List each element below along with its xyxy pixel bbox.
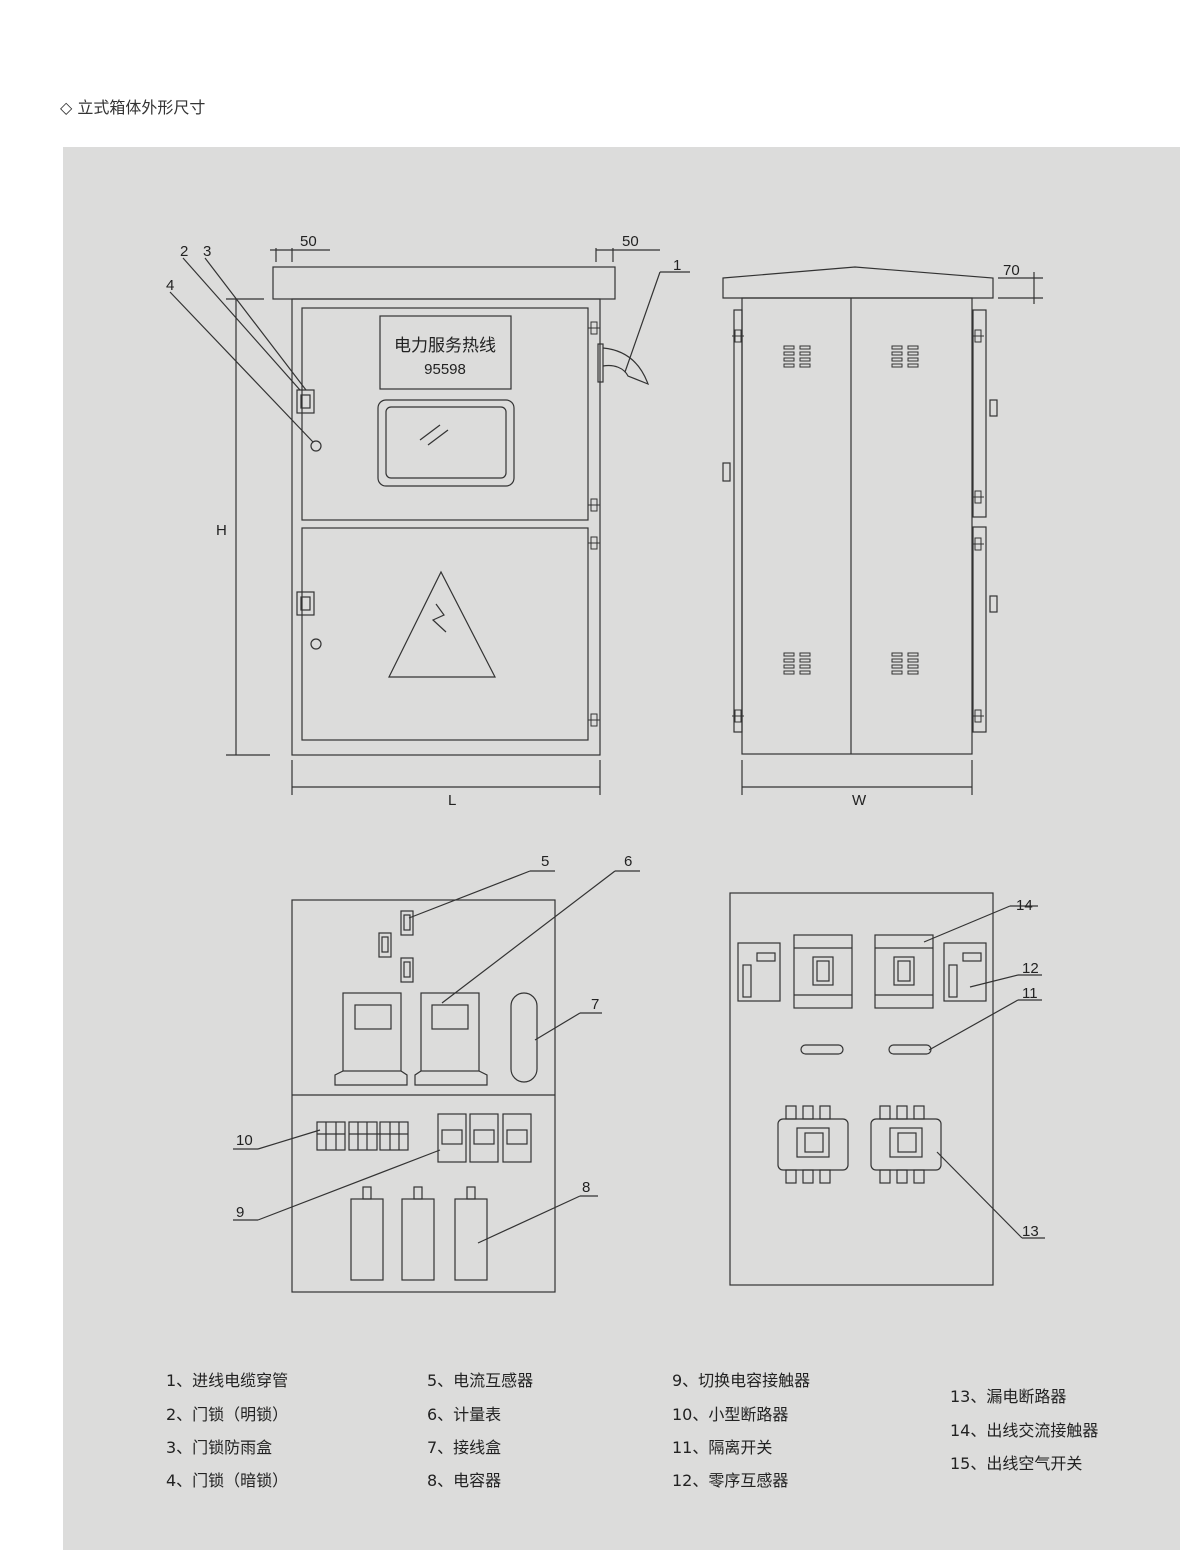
legend-item-8: 8、电容器 <box>427 1471 502 1490</box>
interior-right-panel <box>729 892 994 1286</box>
zero-seq-ct-right <box>943 942 987 1002</box>
callout-9: 9 <box>236 1204 244 1221</box>
dim-height: H <box>216 522 227 539</box>
output-contactor-2 <box>874 934 934 1009</box>
front-body <box>291 298 601 756</box>
side-right-door-lower <box>972 526 987 733</box>
lightning-bolt-icon <box>431 603 447 633</box>
current-transformer-2 <box>378 932 392 958</box>
side-body <box>741 297 973 755</box>
callout-7: 7 <box>591 996 599 1013</box>
isolator-1 <box>800 1044 844 1055</box>
callout-2: 2 <box>180 243 188 260</box>
legend-item-12: 12、零序互感器 <box>672 1471 789 1490</box>
meter-window-outer <box>377 399 515 487</box>
callout-14: 14 <box>1016 897 1033 914</box>
interior-left <box>233 870 640 1293</box>
front-view <box>169 248 690 795</box>
callout-8: 8 <box>582 1179 590 1196</box>
meter-1 <box>342 992 402 1072</box>
side-roof <box>722 266 994 299</box>
callout-11: 11 <box>1022 985 1038 1002</box>
cable-conduit <box>602 347 650 386</box>
rcd-breaker-1 <box>777 1105 849 1184</box>
side-right-door-upper <box>972 309 987 518</box>
junction-box <box>510 992 538 1083</box>
isolator-2 <box>888 1044 932 1055</box>
interior-left-panel <box>291 899 556 1293</box>
callout-10: 10 <box>236 1132 253 1149</box>
legend-item-9: 9、切换电容接触器 <box>672 1371 811 1390</box>
callout-6: 6 <box>624 853 632 870</box>
current-transformer-1 <box>400 910 414 936</box>
sign-line1: 电力服务热线 <box>394 336 496 356</box>
upper-door <box>301 307 589 521</box>
mini-breakers <box>316 1121 409 1151</box>
dim-left-offset: 50 <box>300 233 317 250</box>
dim-right-offset: 50 <box>622 233 639 250</box>
sign-line2: 95598 <box>424 361 466 378</box>
callout-5: 5 <box>541 853 549 870</box>
legend-item-7: 7、接线盒 <box>427 1438 502 1457</box>
dim-width: W <box>852 792 867 809</box>
callout-1: 1 <box>673 257 681 274</box>
callout-3: 3 <box>203 243 211 260</box>
lock-box-upper <box>296 389 315 414</box>
legend-item-15: 15、出线空气开关 <box>950 1454 1083 1473</box>
dim-length: L <box>448 792 456 809</box>
meter-2 <box>420 992 480 1072</box>
callout-12: 12 <box>1022 960 1039 977</box>
callout-4: 4 <box>166 277 174 294</box>
callout-13: 13 <box>1022 1223 1039 1240</box>
legend-item-5: 5、电流互感器 <box>427 1371 534 1390</box>
legend-item-14: 14、出线交流接触器 <box>950 1421 1099 1440</box>
legend-item-10: 10、小型断路器 <box>672 1405 789 1424</box>
output-contactor-1 <box>793 934 853 1009</box>
side-view <box>722 266 1043 795</box>
legend-item-11: 11、隔离开关 <box>672 1438 773 1457</box>
interior-right <box>729 892 1045 1286</box>
section-title: ◇ 立式箱体外形尺寸 <box>60 98 206 117</box>
warning-triangle <box>388 570 496 678</box>
capacitors <box>350 1186 488 1281</box>
rcd-breaker-2 <box>870 1105 942 1184</box>
legend-item-4: 4、门锁（暗锁） <box>166 1471 289 1490</box>
hidden-lock-upper <box>310 440 322 452</box>
zero-seq-ct-left <box>737 942 781 1002</box>
legend-item-13: 13、漏电断路器 <box>950 1387 1067 1406</box>
cable-conduit-flange <box>597 343 604 383</box>
lower-door <box>301 527 589 741</box>
lock-box-lower <box>296 591 315 616</box>
side-left-door <box>733 309 743 733</box>
meter-window-inner <box>385 406 507 479</box>
legend-item-1: 1、进线电缆穿管 <box>166 1371 289 1390</box>
current-transformer-3 <box>400 957 414 983</box>
drawing-panel <box>63 147 1180 1550</box>
legend-item-6: 6、计量表 <box>427 1405 502 1424</box>
front-roof <box>272 266 616 300</box>
capacitor-contactors <box>437 1113 532 1163</box>
hidden-lock-lower <box>310 638 322 650</box>
legend-item-2: 2、门锁（明锁） <box>166 1405 289 1424</box>
dim-roof-overhang: 70 <box>1003 262 1020 279</box>
service-sign-plate <box>379 315 512 390</box>
legend-item-3: 3、门锁防雨盒 <box>166 1438 273 1457</box>
